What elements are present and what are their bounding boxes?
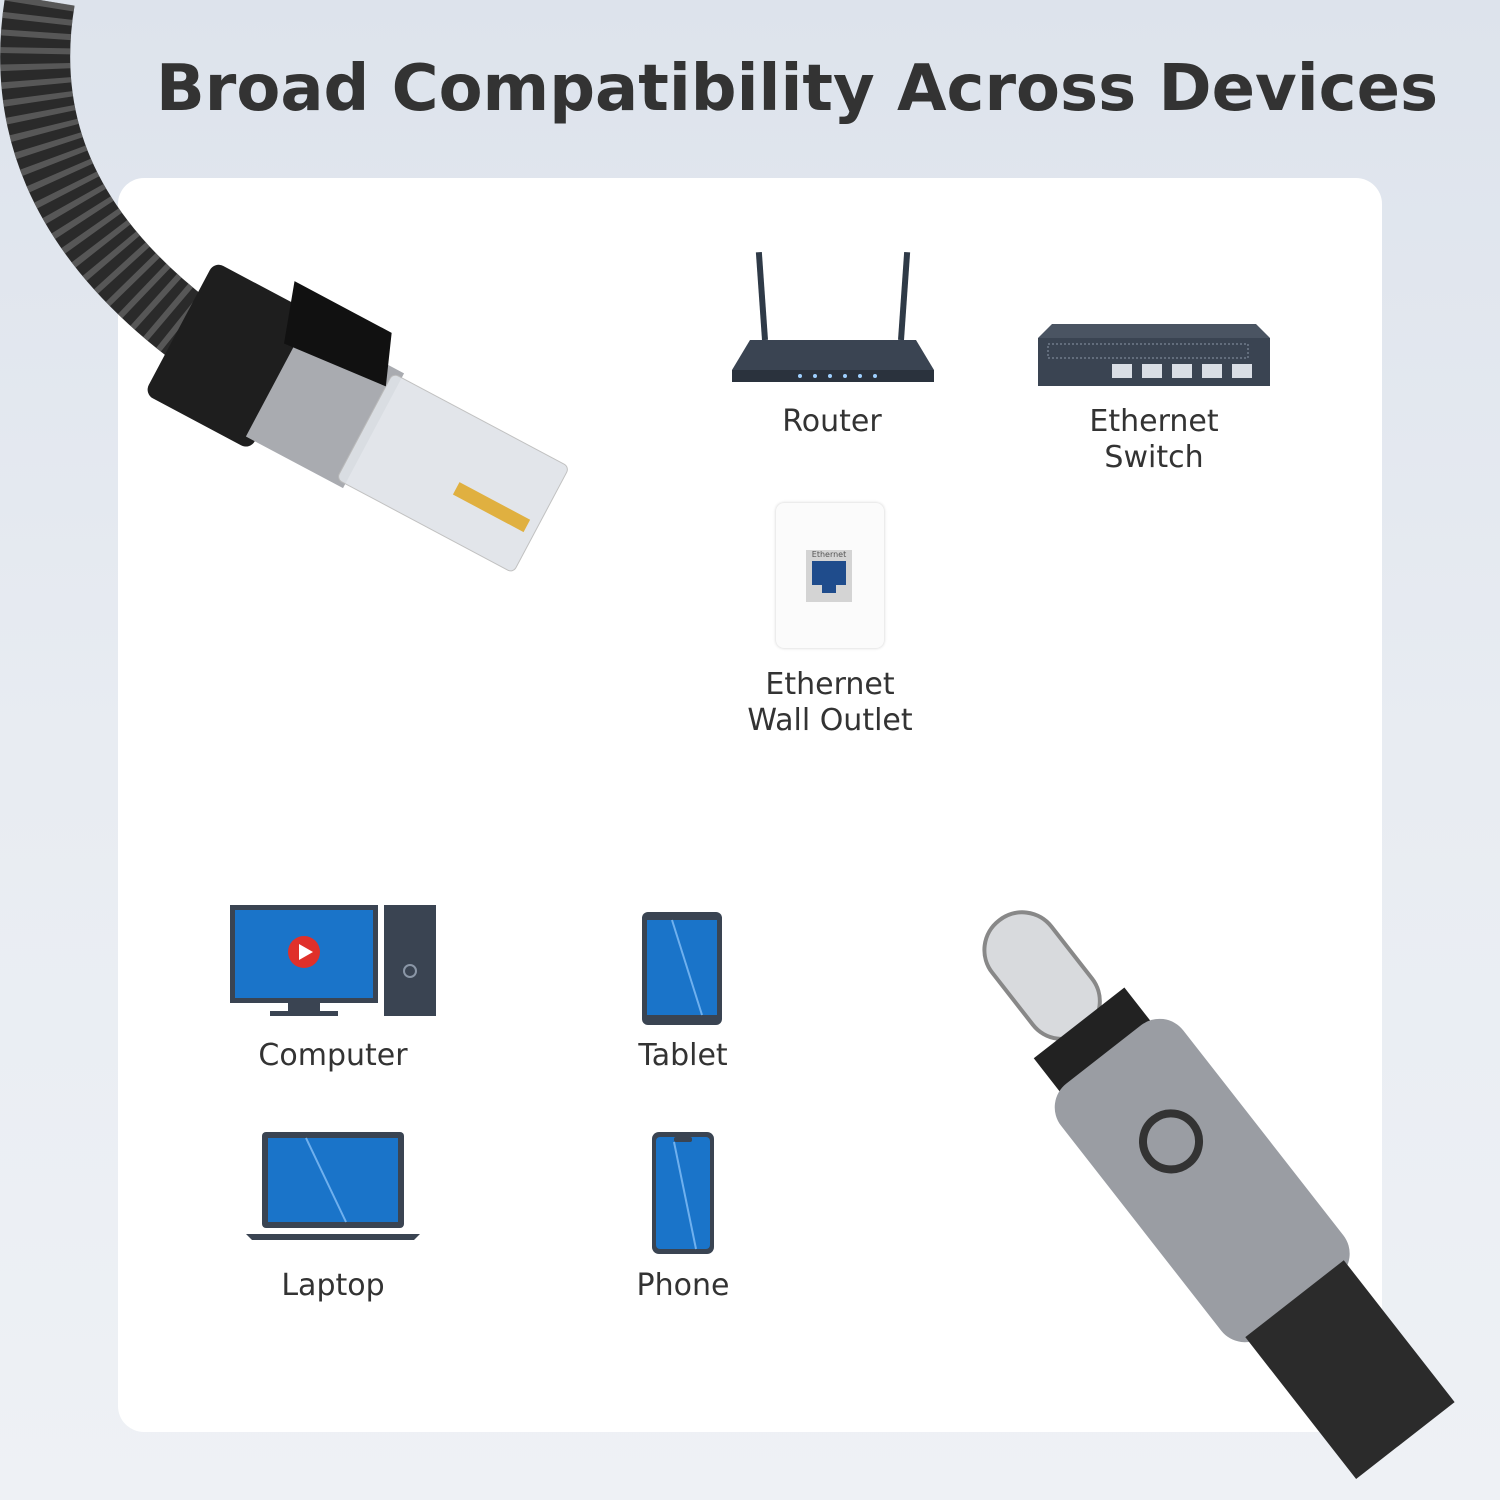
phone-icon (652, 1132, 714, 1254)
wall-outlet-label: Ethernet Wall Outlet (700, 667, 960, 739)
tablet-icon (642, 912, 722, 1025)
usb-c-cable-image (982, 910, 1455, 1480)
outlet-port-text: Ethernet (811, 550, 847, 559)
switch-label-line2: Switch (1104, 440, 1204, 475)
ethernet-switch-label: Ethernet Switch (1024, 404, 1284, 476)
switch-label-line1: Ethernet (1089, 404, 1219, 439)
ethernet-switch-icon (1038, 324, 1270, 386)
tablet-label: Tablet (638, 1038, 728, 1073)
page-title: Broad Compatibility Across Devices (156, 52, 1439, 126)
ethernet-wall-outlet-icon: Ethernet (776, 503, 884, 648)
router-label: Router (782, 404, 882, 439)
outlet-label-line2: Wall Outlet (747, 703, 913, 738)
laptop-icon (246, 1132, 420, 1240)
router-icon (732, 252, 934, 382)
laptop-label: Laptop (281, 1268, 385, 1303)
computer-icon (230, 905, 436, 1016)
computer-label: Computer (258, 1038, 408, 1073)
outlet-label-line1: Ethernet (765, 667, 895, 702)
phone-label: Phone (636, 1268, 730, 1303)
rj45-cable-image (0, 0, 568, 572)
